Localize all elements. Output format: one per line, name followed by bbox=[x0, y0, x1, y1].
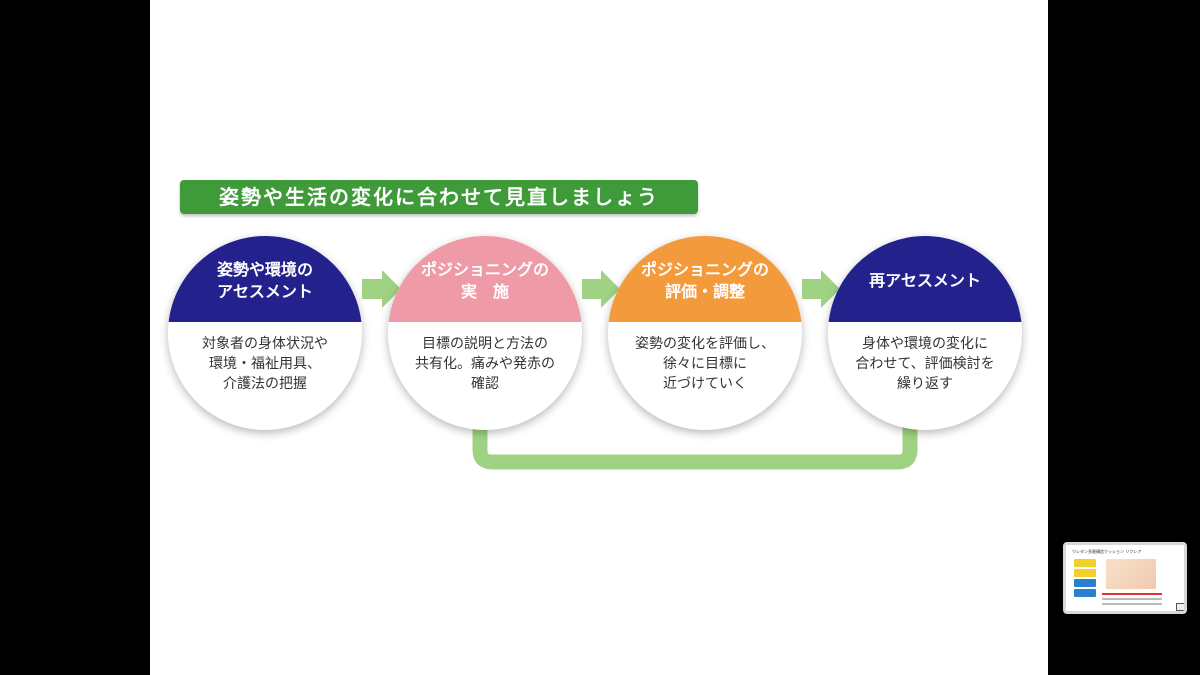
thumbnail-expand-icon[interactable] bbox=[1176, 603, 1184, 611]
step-description: 身体や環境の変化に 合わせて、評価検討を 繰り返す bbox=[855, 336, 995, 392]
step-evaluation: ポジショニングの 評価・調整 姿勢の変化を評価し、 徐々に目標に 近づけていく bbox=[608, 236, 802, 430]
step-description: 目標の説明と方法の 共有化。痛みや発赤の 確認 bbox=[415, 336, 555, 392]
slide-thumbnail[interactable]: ウレタン多層構造クッション リフレア bbox=[1063, 542, 1187, 614]
step-implementation: ポジショニングの 実 施 目標の説明と方法の 共有化。痛みや発赤の 確認 bbox=[388, 236, 582, 430]
page-title: 姿勢や生活の変化に合わせて見直しましょう bbox=[180, 180, 698, 214]
return-loop-arrow bbox=[472, 414, 918, 470]
step-heading: 姿勢や環境の アセスメント bbox=[168, 236, 362, 322]
step-heading: 再アセスメント bbox=[828, 236, 1022, 322]
thumbnail-title: ウレタン多層構造クッション リフレア bbox=[1072, 549, 1142, 554]
step-reassessment: 再アセスメント 身体や環境の変化に 合わせて、評価検討を 繰り返す bbox=[828, 236, 1022, 430]
thumbnail-cushion-image bbox=[1074, 559, 1096, 599]
slide-canvas: 姿勢や生活の変化に合わせて見直しましょう 姿勢や環境の アセスメント 対象者の身… bbox=[150, 0, 1048, 675]
step-heading: ポジショニングの 評価・調整 bbox=[608, 236, 802, 322]
thumbnail-text-lines bbox=[1102, 593, 1162, 608]
step-assessment: 姿勢や環境の アセスメント 対象者の身体状況や 環境・福祉用具、 介護法の把握 bbox=[168, 236, 362, 430]
step-heading: ポジショニングの 実 施 bbox=[388, 236, 582, 322]
thumbnail-photo bbox=[1106, 559, 1156, 589]
step-description: 姿勢の変化を評価し、 徐々に目標に 近づけていく bbox=[635, 336, 775, 392]
step-description: 対象者の身体状況や 環境・福祉用具、 介護法の把握 bbox=[202, 336, 328, 392]
